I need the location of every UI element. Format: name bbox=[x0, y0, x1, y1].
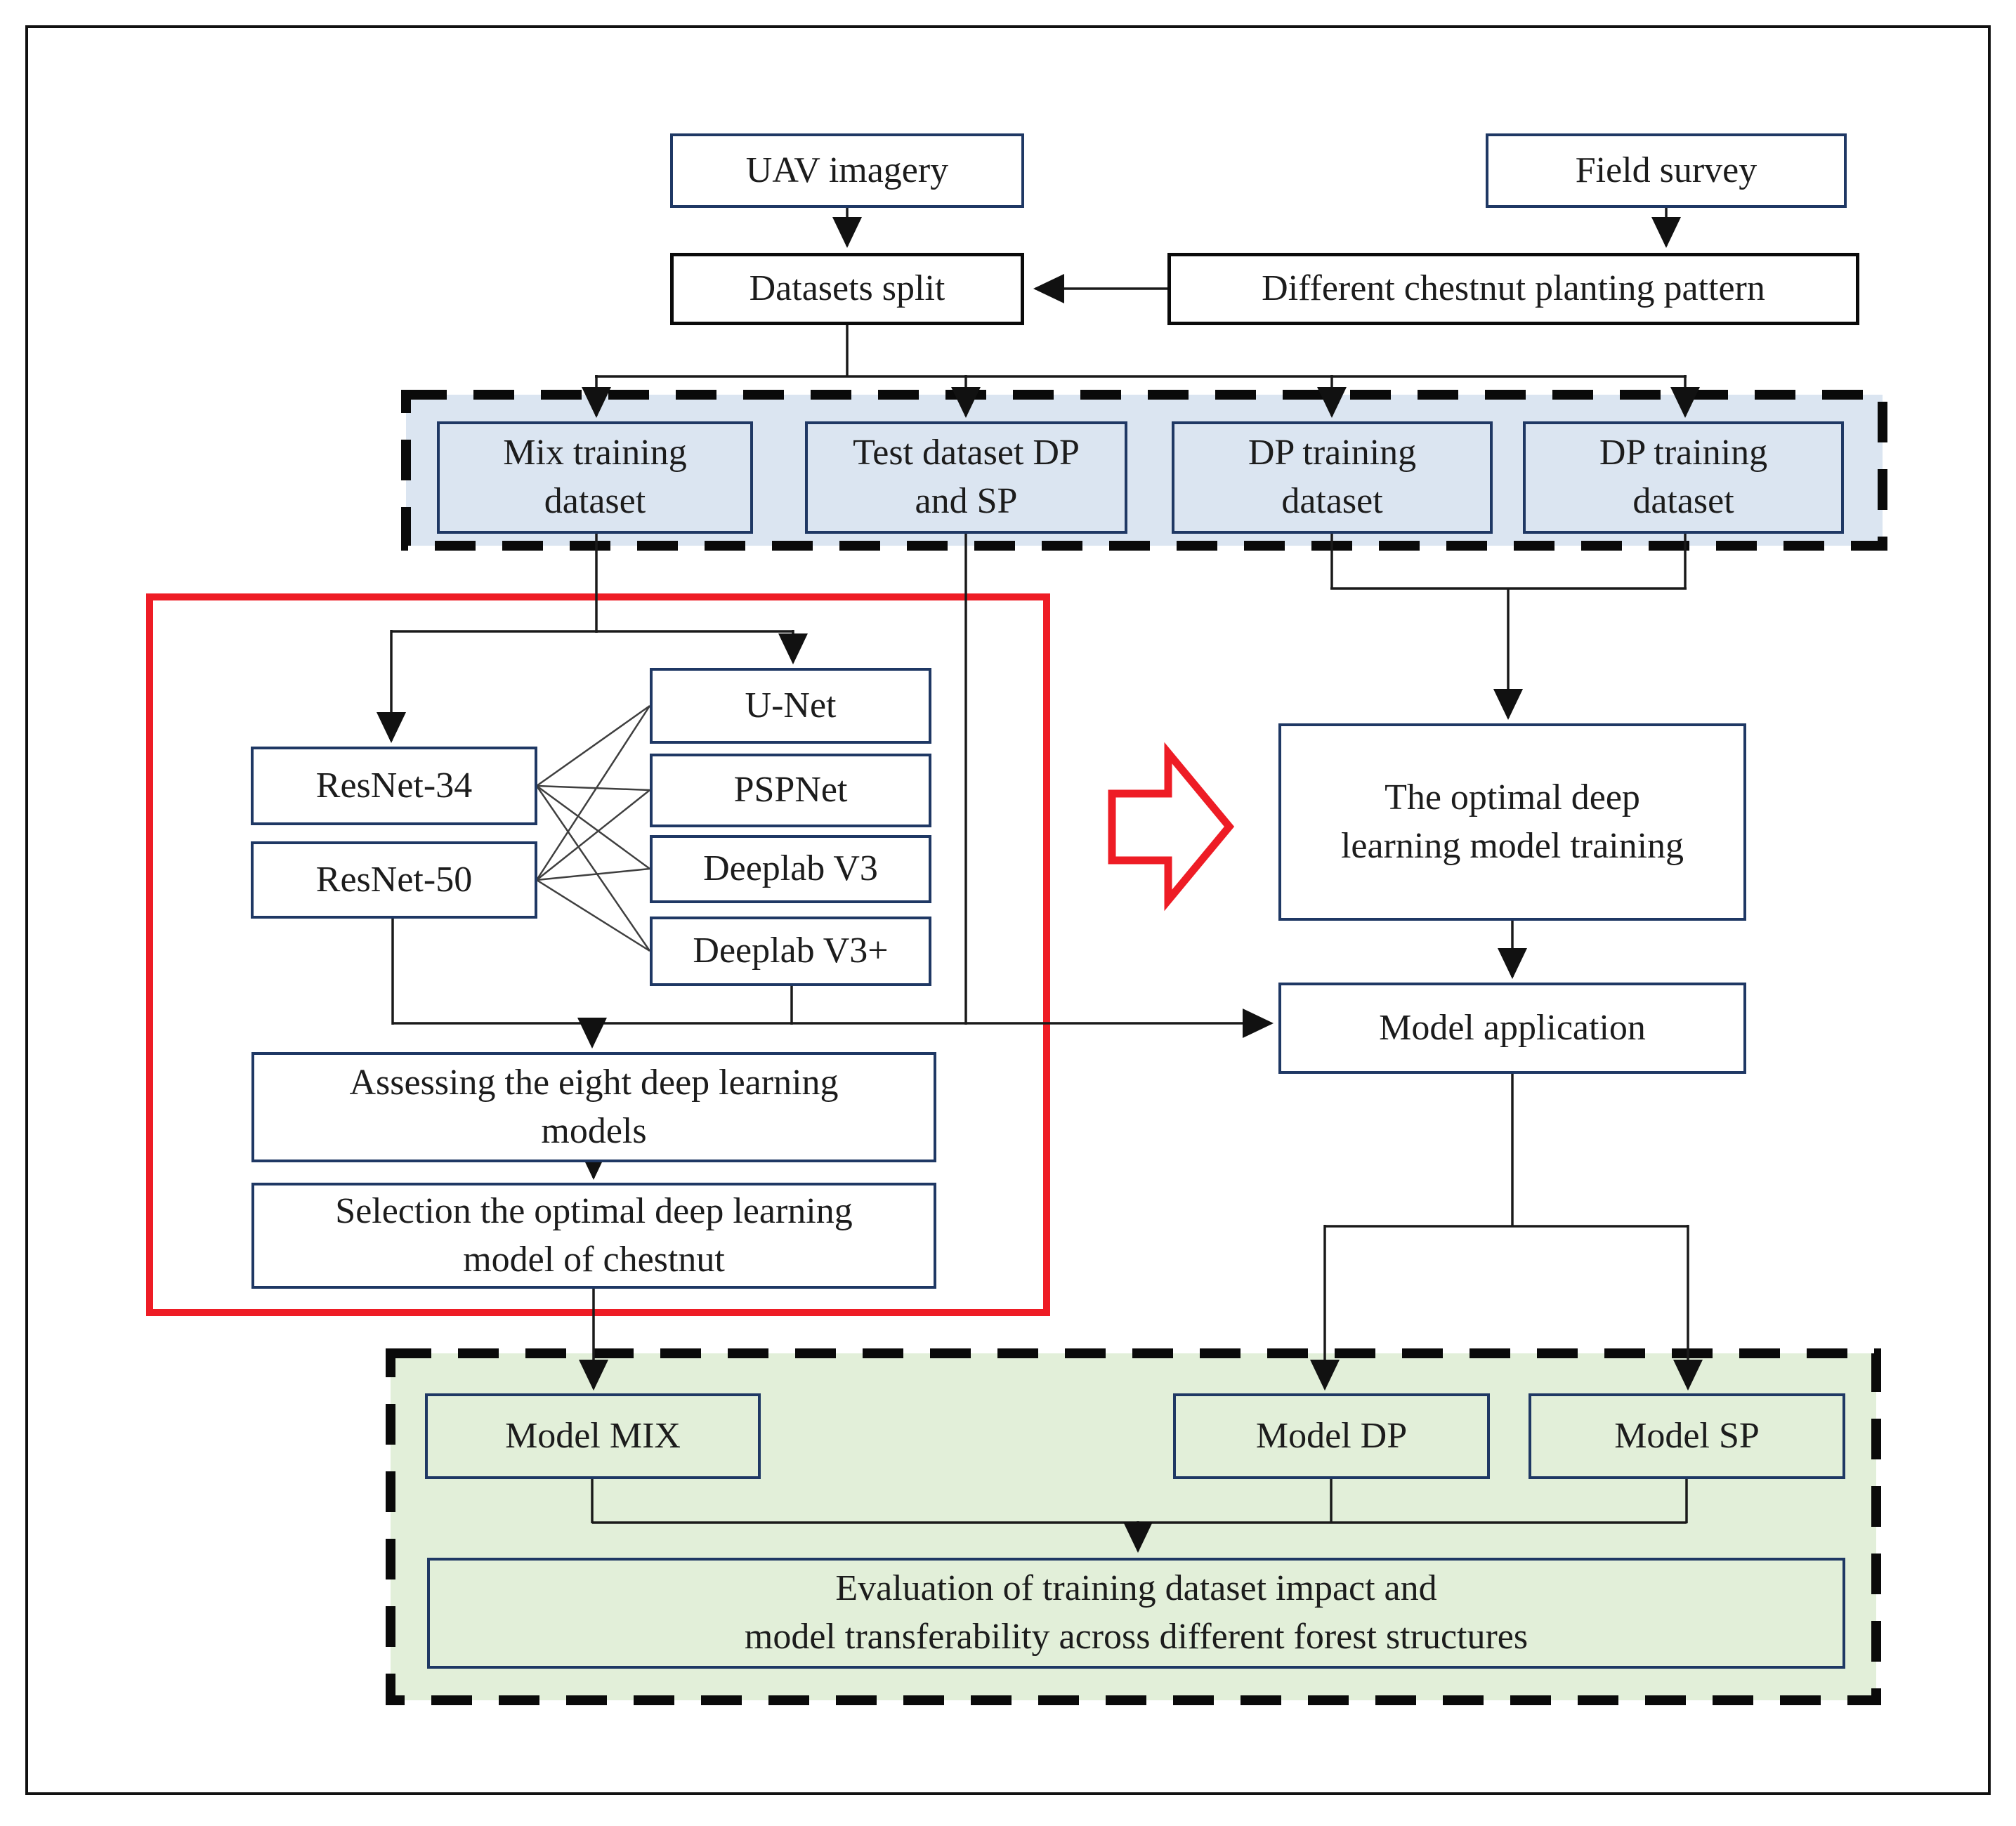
node-deeplab-v3-plus: Deeplab V3+ bbox=[650, 917, 931, 986]
node-model-dp: Model DP bbox=[1173, 1393, 1490, 1479]
node-planting-pattern-label: Different chestnut planting pattern bbox=[1262, 268, 1765, 309]
node-optimal-training-label: The optimal deep learning model training bbox=[1340, 777, 1684, 866]
node-field-survey: Field survey bbox=[1486, 133, 1847, 208]
node-pspnet-label: PSPNet bbox=[733, 770, 848, 810]
node-selection-optimal: Selection the optimal deep learning mode… bbox=[251, 1183, 936, 1289]
node-model-sp-label: Model SP bbox=[1614, 1415, 1760, 1456]
node-mix-training-dataset: Mix training dataset bbox=[437, 421, 753, 534]
node-evaluation: Evaluation of training dataset impact an… bbox=[427, 1558, 1845, 1669]
node-dp-training-dataset-2: DP training dataset bbox=[1523, 421, 1844, 534]
red-block-arrow-icon bbox=[1108, 742, 1235, 912]
node-dp-training-dataset-1: DP training dataset bbox=[1172, 421, 1493, 534]
node-datasets-split-label: Datasets split bbox=[749, 268, 945, 309]
node-model-application-label: Model application bbox=[1379, 1007, 1646, 1048]
node-uav-imagery-label: UAV imagery bbox=[745, 150, 949, 190]
node-mix-training-label: Mix training dataset bbox=[503, 433, 687, 521]
node-unet: U-Net bbox=[650, 668, 931, 744]
node-selection-label: Selection the optimal deep learning mode… bbox=[335, 1190, 853, 1280]
node-resnet34-label: ResNet-34 bbox=[315, 765, 473, 806]
node-model-mix-label: Model MIX bbox=[505, 1415, 681, 1456]
fan-r34-unet bbox=[536, 704, 650, 787]
node-evaluation-label: Evaluation of training dataset impact an… bbox=[744, 1568, 1529, 1657]
fan-r50-pspnet bbox=[536, 789, 650, 881]
node-resnet50-label: ResNet-50 bbox=[315, 859, 473, 900]
node-datasets-split: Datasets split bbox=[670, 253, 1024, 325]
node-unet-label: U-Net bbox=[745, 685, 837, 725]
node-dp-training-1-label: DP training dataset bbox=[1248, 433, 1417, 521]
fan-r50-deeplabv3 bbox=[536, 867, 650, 881]
node-resnet34: ResNet-34 bbox=[251, 747, 537, 825]
node-model-sp: Model SP bbox=[1529, 1393, 1845, 1479]
node-uav-imagery: UAV imagery bbox=[670, 133, 1024, 208]
node-deeplab-v3: Deeplab V3 bbox=[650, 835, 931, 903]
node-model-mix: Model MIX bbox=[425, 1393, 761, 1479]
node-planting-pattern: Different chestnut planting pattern bbox=[1167, 253, 1859, 325]
node-pspnet: PSPNet bbox=[650, 754, 931, 827]
fan-r34-deeplabv3 bbox=[536, 784, 650, 870]
node-deeplab-v3-plus-label: Deeplab V3+ bbox=[693, 931, 889, 971]
fan-r34-pspnet bbox=[536, 784, 650, 792]
fan-r50-deeplabv3plus bbox=[536, 879, 650, 952]
model-comparison-container bbox=[146, 593, 1050, 1316]
node-assessing-models: Assessing the eight deep learning models bbox=[251, 1052, 936, 1162]
node-assessing-label: Assessing the eight deep learning models bbox=[349, 1062, 839, 1151]
node-resnet50: ResNet-50 bbox=[251, 841, 537, 919]
node-test-dataset-label: Test dataset DP and SP bbox=[853, 433, 1080, 521]
node-deeplab-v3-label: Deeplab V3 bbox=[703, 848, 878, 889]
node-test-dataset: Test dataset DP and SP bbox=[805, 421, 1127, 534]
node-model-dp-label: Model DP bbox=[1255, 1415, 1408, 1456]
node-optimal-training: The optimal deep learning model training bbox=[1278, 723, 1746, 921]
fan-r50-unet bbox=[535, 705, 651, 881]
node-field-survey-label: Field survey bbox=[1575, 150, 1758, 190]
fan-r34-deeplabv3plus bbox=[535, 785, 651, 952]
outer-frame bbox=[25, 25, 1991, 1795]
node-dp-training-2-label: DP training dataset bbox=[1599, 433, 1768, 521]
node-model-application: Model application bbox=[1278, 983, 1746, 1074]
